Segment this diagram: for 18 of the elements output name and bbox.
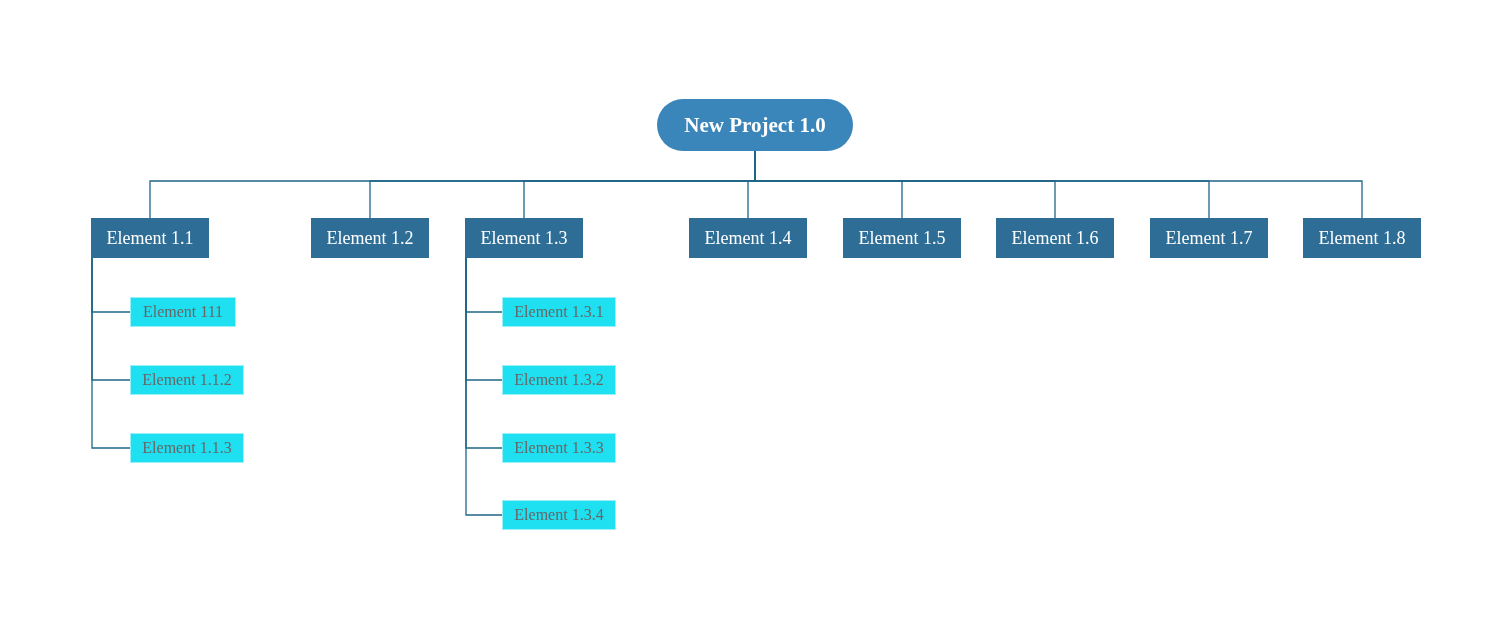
sub-element-box: Element 1.3.1 bbox=[502, 297, 616, 327]
element-box: Element 1.3 bbox=[465, 218, 583, 258]
element-box: Element 1.7 bbox=[1150, 218, 1268, 258]
sub-element-box: Element 1.1.3 bbox=[130, 433, 244, 463]
sub-element-box: Element 111 bbox=[130, 297, 236, 327]
sub-element-box: Element 1.3.4 bbox=[502, 500, 616, 530]
element-box: Element 1.2 bbox=[311, 218, 429, 258]
project-pill: New Project 1.0 bbox=[657, 99, 853, 151]
element-box: Element 1.8 bbox=[1303, 218, 1421, 258]
element-box: Element 1.1 bbox=[91, 218, 209, 258]
sub-element-box: Element 1.3.2 bbox=[502, 365, 616, 395]
element-box: Element 1.5 bbox=[843, 218, 961, 258]
element-box: Element 1.4 bbox=[689, 218, 807, 258]
element-box: Element 1.6 bbox=[996, 218, 1114, 258]
connector-line bbox=[91, 257, 131, 449]
sub-element-box: Element 1.3.3 bbox=[502, 433, 616, 463]
connector-line bbox=[465, 257, 503, 516]
sub-element-box: Element 1.1.2 bbox=[130, 365, 244, 395]
